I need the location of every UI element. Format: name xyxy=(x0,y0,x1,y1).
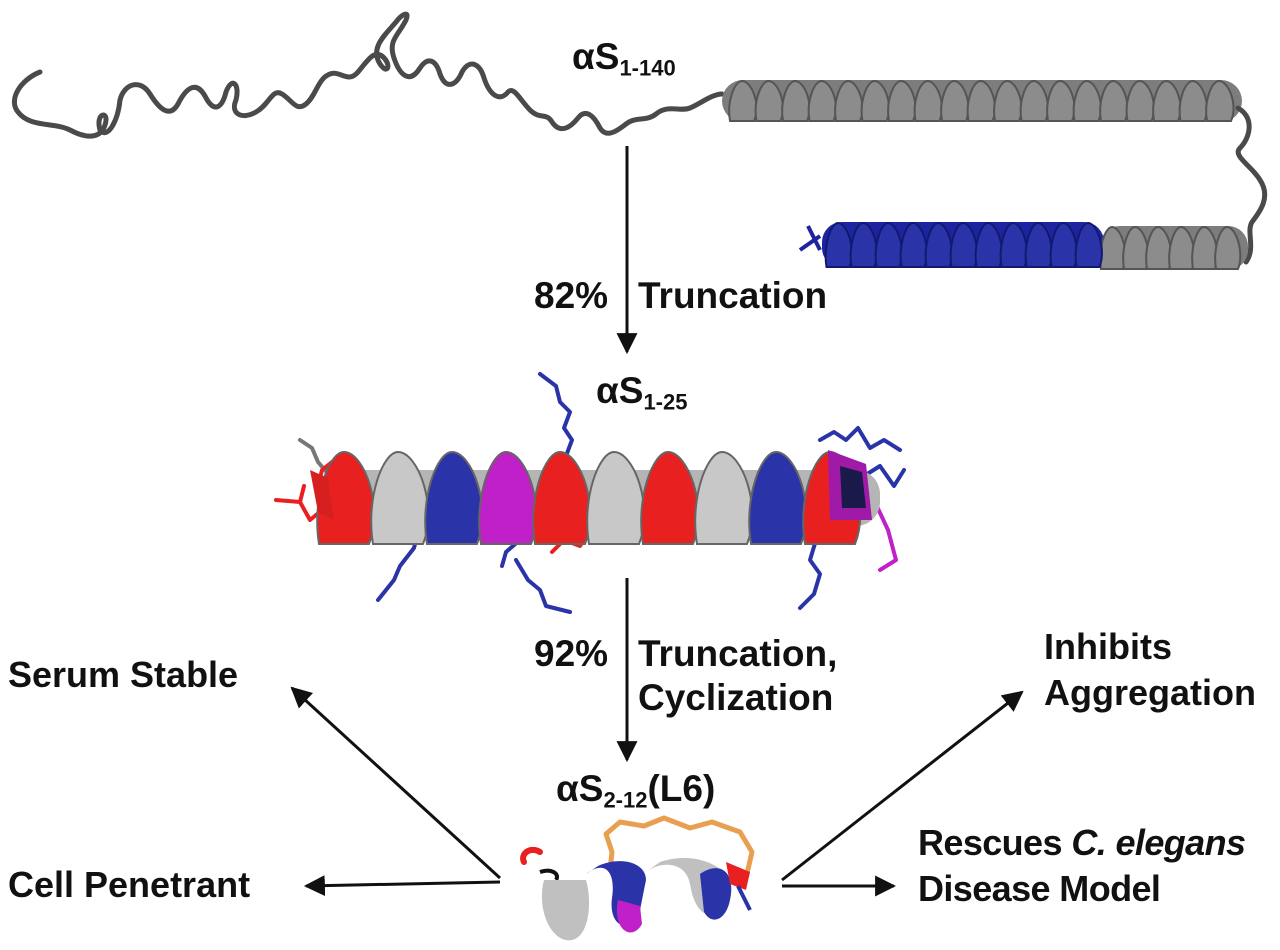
outcome-rescues-italic: C. elegans xyxy=(1071,822,1246,863)
outcome-serum-stable: Serum Stable xyxy=(8,652,238,698)
outcome-inhibits-line-2: Aggregation xyxy=(1044,672,1256,713)
disordered-coil xyxy=(11,11,725,139)
helix-turn xyxy=(694,450,754,545)
label-mid-sub: 1-25 xyxy=(643,389,688,415)
label-full-letter: S xyxy=(594,36,620,77)
step-2-label: 92% xyxy=(534,632,608,676)
helix-turn xyxy=(748,450,808,545)
step-2-line-1: Truncation, xyxy=(638,633,838,674)
full-length-protein-structure xyxy=(11,11,1268,270)
fragment-1-25-structure xyxy=(274,372,906,614)
step-1-text: Truncation xyxy=(638,274,827,318)
cyclization-linker xyxy=(603,815,755,881)
outcome-rescues-line-2: Disease Model xyxy=(918,868,1161,909)
step-2-text: Truncation, Cyclization xyxy=(638,632,837,720)
label-final-sub: 2-12 xyxy=(603,787,648,813)
label-final-greek: α xyxy=(556,768,579,809)
label-full-sub: 1-140 xyxy=(619,55,676,81)
helix-turn xyxy=(478,450,538,545)
helix-turn xyxy=(370,450,430,545)
outcome-inhibits-line-1: Inhibits xyxy=(1044,626,1172,667)
step-1-percent: 82% xyxy=(534,275,609,316)
step-1-label: 82% xyxy=(534,274,608,318)
step-1-line: Truncation xyxy=(638,275,828,316)
outcome-serum-text: Serum Stable xyxy=(8,654,239,695)
outcome-inhibits-aggregation: Inhibits Aggregation xyxy=(1044,624,1256,716)
helix-turn xyxy=(1214,225,1242,270)
outcome-rescues-prefix: Rescues xyxy=(918,822,1072,863)
upper-helix xyxy=(722,79,1242,122)
helix-turn xyxy=(1074,221,1103,268)
label-final-letter: S xyxy=(578,768,604,809)
label-final-suffix: (L6) xyxy=(647,768,716,809)
helix-turn xyxy=(1205,79,1235,122)
arrow-cell-penetrant xyxy=(303,875,501,897)
outcome-cell-penetrant: Cell Penetrant xyxy=(8,862,250,908)
arrow-inhibits-aggregation xyxy=(781,690,1024,882)
step-2-line-2: Cyclization xyxy=(638,677,834,718)
label-mid-letter: S xyxy=(618,370,644,411)
step-2-percent: 92% xyxy=(534,633,609,674)
label-full-greek: α xyxy=(572,36,595,77)
label-cyclic-peptide: αS2-12(L6) xyxy=(556,770,715,812)
arrow-serum-stable xyxy=(290,686,502,880)
outcome-rescues-line-1: Rescues C. elegans xyxy=(918,820,1246,866)
lower-helix xyxy=(798,221,1248,270)
label-full-length: αS1-140 xyxy=(572,38,676,80)
cyclic-peptide-structure xyxy=(520,815,755,941)
helix-turn xyxy=(586,450,646,545)
helix-connecting-loop xyxy=(1235,105,1268,265)
label-mid-greek: α xyxy=(596,370,619,411)
outcome-rescues-model: Rescues C. elegans Disease Model xyxy=(918,820,1246,912)
helix-turn xyxy=(640,450,700,545)
label-fragment: αS1-25 xyxy=(596,372,687,414)
outcome-cell-text: Cell Penetrant xyxy=(8,864,251,905)
helix-turn xyxy=(424,450,484,545)
helix-turn xyxy=(532,450,592,545)
